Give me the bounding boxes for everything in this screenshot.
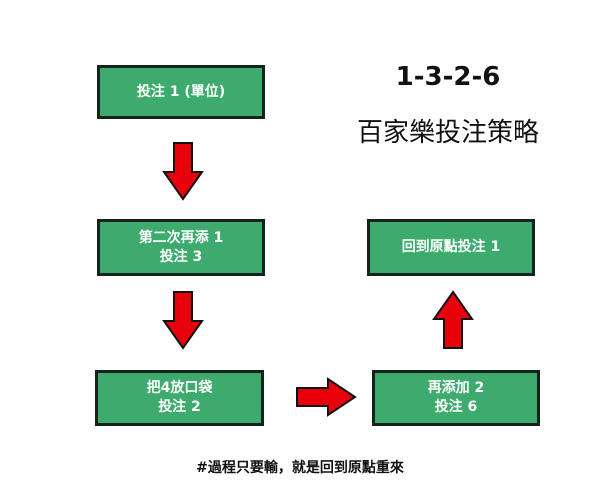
step-3-line2: 投注 2 — [158, 399, 201, 415]
arrow-right-icon — [296, 377, 357, 417]
arrow-up-icon — [432, 290, 474, 349]
step-4-box: 再添加 2 投注 6 — [372, 370, 540, 426]
step-2-box: 第二次再添 1 投注 3 — [97, 219, 265, 276]
strategy-title: 1-3-2-6 — [395, 62, 501, 92]
step-1-box: 投注 1 (單位) — [97, 65, 265, 119]
step-5-box: 回到原點投注 1 — [367, 219, 535, 276]
step-2-line2: 投注 3 — [159, 248, 203, 265]
step-5-label: 回到原點投注 1 — [401, 239, 501, 255]
arrow-down-icon — [162, 291, 204, 350]
arrow-down-icon — [162, 142, 204, 201]
step-4-line2: 投注 6 — [434, 399, 478, 415]
step-2-line1: 第二次再添 1 — [138, 229, 224, 246]
strategy-subtitle: 百家樂投注策略 — [356, 118, 539, 148]
step-1-label: 投注 1 (單位) — [136, 83, 226, 100]
footer-note: #過程只要輸，就是回到原點重來 — [196, 460, 404, 476]
step-3-box: 把4放口袋 投注 2 — [95, 370, 264, 426]
step-3-line1: 把4放口袋 — [146, 380, 213, 396]
step-4-line1: 再添加 2 — [427, 380, 485, 396]
